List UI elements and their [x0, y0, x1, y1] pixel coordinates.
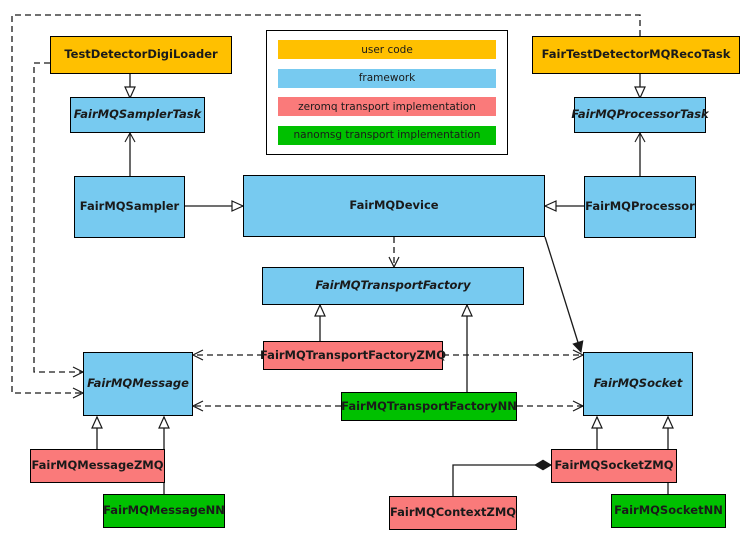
class-box-fairmq-socket-zmq[interactable]: FairMQSocketZMQ: [551, 449, 677, 483]
class-box-fairmq-message[interactable]: FairMQMessage: [83, 352, 193, 416]
class-box-fairmq-sampler[interactable]: FairMQSampler: [74, 176, 185, 238]
class-box-fairmq-socket-nn[interactable]: FairMQSocketNN: [611, 494, 726, 528]
class-box-fairmq-message-zmq[interactable]: FairMQMessageZMQ: [30, 449, 165, 483]
legend-item-zeromq: zeromq transport implementation: [278, 97, 496, 117]
legend: user code framework zeromq transport imp…: [266, 30, 508, 155]
class-box-fairmq-sampler-task[interactable]: FairMQSamplerTask: [70, 97, 205, 133]
class-box-fairmq-transport-factory[interactable]: FairMQTransportFactory: [262, 267, 524, 305]
class-box-fairmq-socket[interactable]: FairMQSocket: [583, 352, 693, 416]
class-box-fairmq-device[interactable]: FairMQDevice: [243, 175, 545, 237]
class-box-test-detector-digi-loader[interactable]: TestDetectorDigiLoader: [50, 36, 232, 74]
class-box-fairmq-context-zmq[interactable]: FairMQContextZMQ: [389, 496, 517, 530]
class-box-fairmq-message-nn[interactable]: FairMQMessageNN: [103, 494, 225, 528]
class-box-fairmq-processor[interactable]: FairMQProcessor: [584, 176, 696, 238]
class-box-fairmq-transport-factory-nn[interactable]: FairMQTransportFactoryNN: [341, 392, 517, 421]
class-box-fairmq-transport-factory-zmq[interactable]: FairMQTransportFactoryZMQ: [260, 341, 446, 370]
legend-item-framework: framework: [278, 68, 496, 88]
legend-item-user-code: user code: [278, 40, 496, 60]
class-box-fairmq-processor-task[interactable]: FairMQProcessorTask: [571, 97, 709, 133]
legend-item-nanomsg: nanomsg transport implementation: [278, 125, 496, 145]
class-box-fairtest-detector-mqreco-task[interactable]: FairTestDetectorMQRecoTask: [532, 36, 740, 74]
